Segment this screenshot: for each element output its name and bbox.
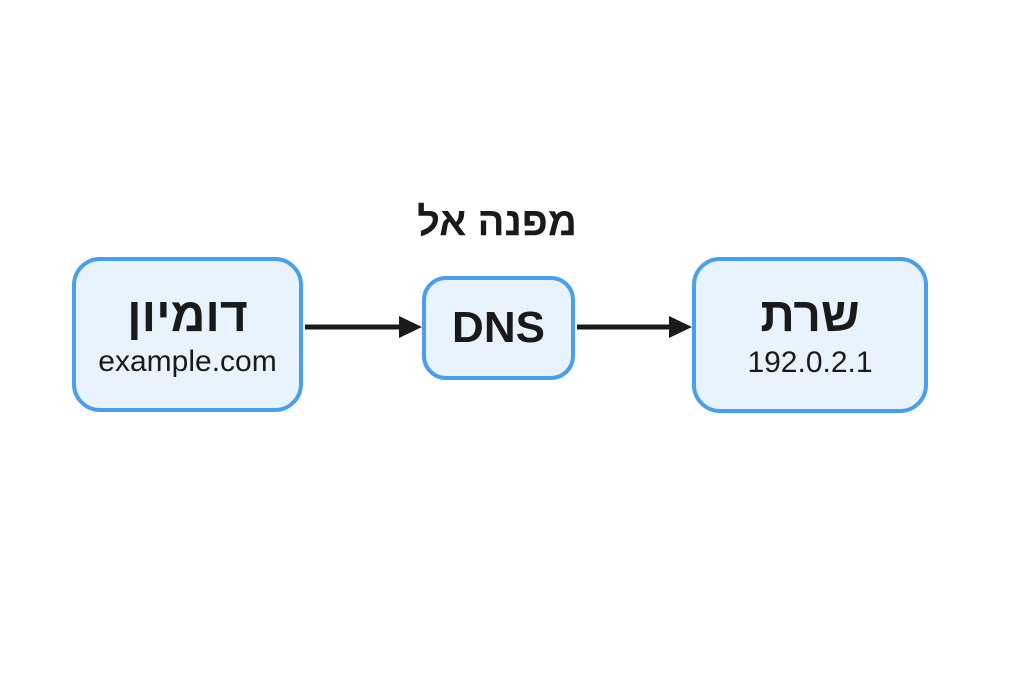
- flow-label: מפנה אל: [417, 200, 577, 244]
- arrow-head: [399, 316, 422, 338]
- node-dns: DNS: [422, 276, 575, 380]
- server-title: שרת: [760, 289, 860, 343]
- node-domain: דומיון example.com: [72, 257, 303, 412]
- dns-title: DNS: [452, 302, 545, 352]
- server-subtitle: 192.0.2.1: [747, 345, 873, 379]
- arrow-dns-to-server-icon: [577, 316, 692, 338]
- arrow-domain-to-dns-icon: [305, 316, 422, 338]
- arrow-head: [669, 316, 692, 338]
- domain-title: דומיון: [127, 288, 248, 342]
- domain-subtitle: example.com: [98, 345, 277, 379]
- node-server: שרת 192.0.2.1: [692, 257, 928, 413]
